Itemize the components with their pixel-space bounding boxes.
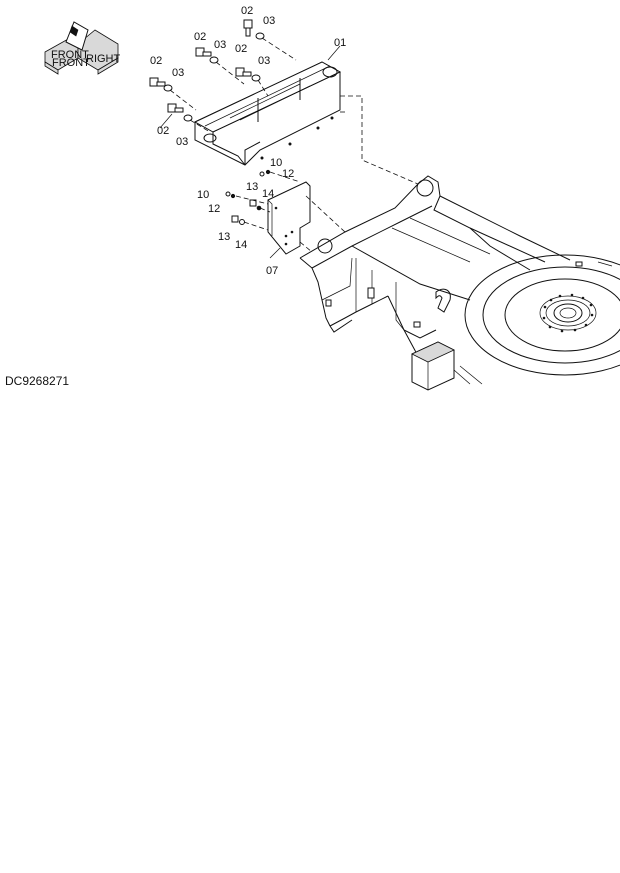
callout-01: 01 <box>334 37 346 49</box>
bolt-02 <box>167 103 184 113</box>
callout-12: 12 <box>282 168 294 180</box>
callout-02: 02 <box>241 5 253 17</box>
orientation-label: RIGHT <box>86 53 121 65</box>
callout-14: 14 <box>235 239 247 251</box>
callout-03: 03 <box>258 55 270 67</box>
bolt-02 <box>243 19 253 37</box>
callout-02: 02 <box>194 31 206 43</box>
callout-10: 10 <box>270 157 282 169</box>
bolt-02 <box>149 77 166 87</box>
drawing-code: DC9268271 <box>5 374 69 388</box>
orientation-label: FRONT <box>51 49 89 61</box>
washer-03 <box>255 32 265 40</box>
part-01-bracket <box>193 61 342 166</box>
callout-02: 02 <box>150 55 162 67</box>
callout-03: 03 <box>214 39 226 51</box>
callout-03: 03 <box>172 67 184 79</box>
callout-02: 02 <box>235 43 247 55</box>
bolt-02 <box>195 47 212 57</box>
part-07-plate <box>267 181 311 255</box>
washer-03 <box>163 84 173 92</box>
bearing-bolt-circle <box>542 293 594 333</box>
orientation-label: FRONT <box>52 57 90 69</box>
callout-13: 13 <box>218 231 230 243</box>
upper-frame-drawing <box>299 175 620 391</box>
callout-10: 10 <box>197 189 209 201</box>
part-callouts: 01 02 03 02 03 02 03 02 03 02 03 07 10 1… <box>150 5 346 277</box>
callout-12: 12 <box>208 203 220 215</box>
washer-03 <box>251 74 261 82</box>
callout-02: 02 <box>157 125 169 137</box>
callout-03: 03 <box>263 15 275 27</box>
callout-14: 14 <box>262 188 274 200</box>
washer-03 <box>183 114 193 122</box>
small-bolt-set <box>225 169 271 225</box>
machine-orientation-icon: FRONT FRONT RIGHT <box>44 21 121 75</box>
bolt-washer-set <box>149 19 265 122</box>
callout-13: 13 <box>246 181 258 193</box>
callout-07: 07 <box>266 265 278 277</box>
washer-03 <box>209 56 219 64</box>
bolt-02 <box>235 67 252 77</box>
assembly-leader-lines <box>169 37 419 253</box>
callout-leaders <box>159 45 341 259</box>
callout-03: 03 <box>176 136 188 148</box>
